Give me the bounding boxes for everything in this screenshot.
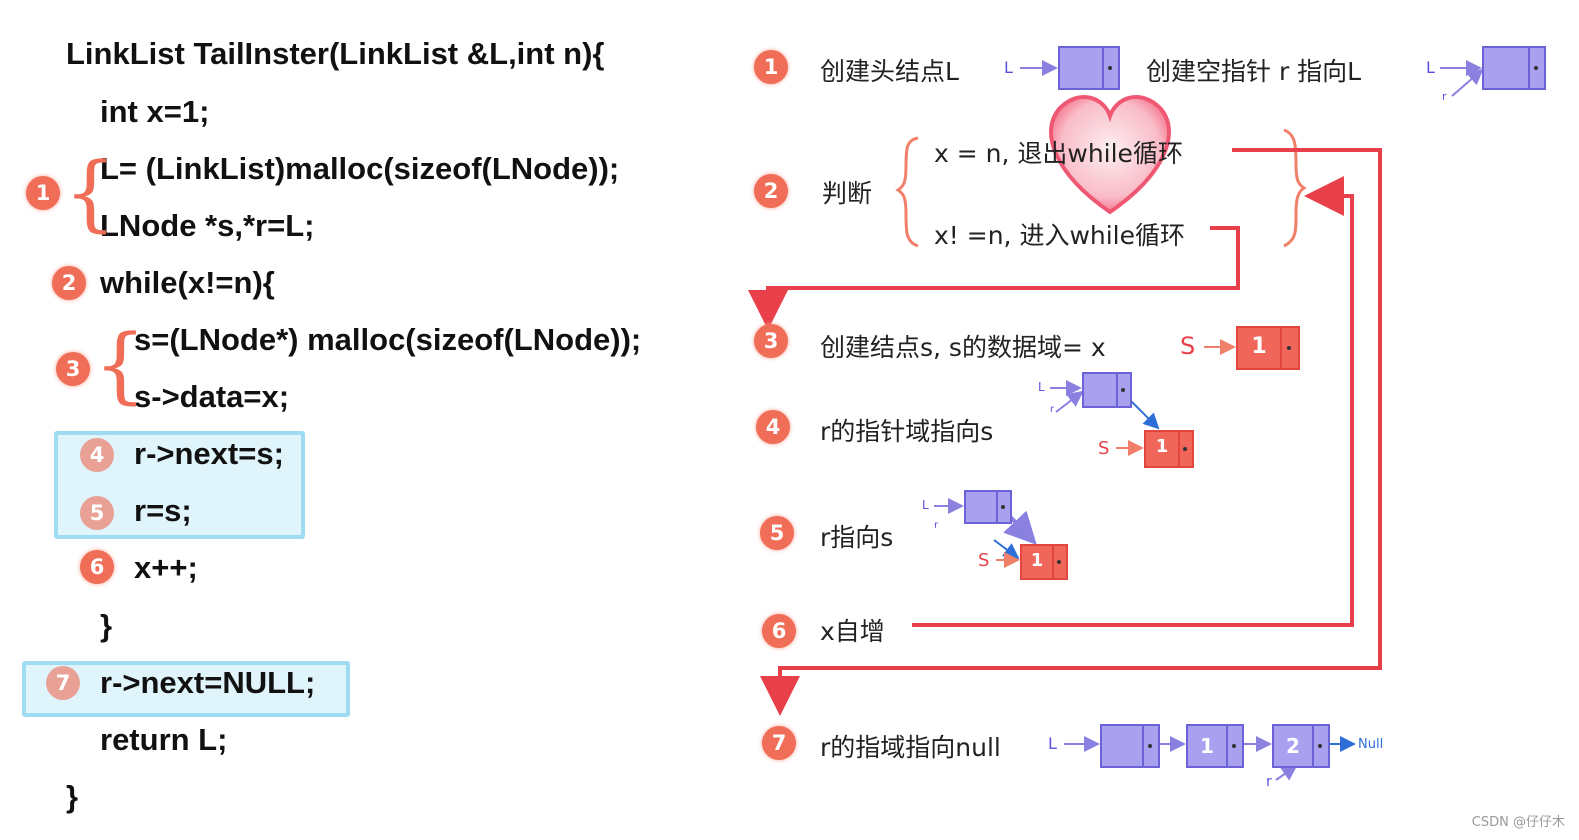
step3-label-s: S bbox=[1180, 332, 1196, 360]
code-badge-5: 5 bbox=[80, 496, 114, 530]
code-badge-2: 2 bbox=[52, 266, 86, 300]
step5-text: r指向s bbox=[820, 523, 894, 552]
code-line-8: r->next=s; bbox=[134, 436, 284, 471]
step5-node-value: 1 bbox=[1030, 550, 1044, 571]
code-badge-3: 3 bbox=[56, 352, 90, 386]
step5-label-s: S bbox=[978, 550, 990, 571]
step-badge-2: 2 bbox=[754, 174, 788, 208]
step4-s-node: 1 bbox=[1144, 430, 1194, 468]
step-badge-4: 4 bbox=[756, 410, 790, 444]
exit-loop-arrow bbox=[760, 148, 1382, 716]
step7-label-r: r bbox=[1266, 774, 1272, 790]
code-line-11: } bbox=[100, 608, 113, 643]
step4-text: r的指针域指向s bbox=[820, 417, 994, 446]
code-brace-3: { bbox=[94, 318, 147, 413]
step-badge-7: 7 bbox=[762, 726, 796, 760]
step-badge-3: 3 bbox=[754, 324, 788, 358]
heart-icon bbox=[1049, 95, 1171, 215]
step7-null-label: Null bbox=[1358, 737, 1384, 752]
step7-head-node bbox=[1100, 724, 1160, 768]
step3-s-node: 1 bbox=[1236, 326, 1300, 370]
step2-text-judge: 判断 bbox=[822, 179, 873, 208]
step7-node-2: 2 bbox=[1272, 724, 1330, 768]
step7-label-l: L bbox=[1048, 734, 1057, 753]
step2-brace bbox=[895, 136, 919, 248]
step5-l-node bbox=[964, 490, 1012, 524]
code-line-7: s->data=x; bbox=[134, 379, 290, 414]
code-badge-1: 1 bbox=[26, 176, 60, 210]
code-line-3: L= (LinkList)malloc(sizeof(LNode)); bbox=[100, 151, 620, 186]
step4-label-r: r bbox=[1050, 404, 1055, 415]
step1-label-l: L bbox=[1004, 58, 1013, 77]
code-line-1: LinkList TailInster(LinkList &L,int n){ bbox=[66, 36, 605, 71]
enter-loop-arrow bbox=[748, 226, 1240, 330]
step4-node-value: 1 bbox=[1155, 436, 1169, 457]
step1-head-node bbox=[1058, 46, 1120, 90]
step-badge-1: 1 bbox=[754, 50, 788, 84]
step2-text-enter: x! =n, 进入while循环 bbox=[934, 221, 1186, 250]
step1-text-head: 创建头结点L bbox=[820, 57, 959, 86]
step5-s-node: 1 bbox=[1020, 544, 1068, 580]
step4-label-l: L bbox=[1038, 380, 1045, 394]
code-line-9: r=s; bbox=[134, 493, 192, 528]
watermark: CSDN @仔仔木 bbox=[1471, 815, 1565, 830]
step3-node-value: 1 bbox=[1251, 334, 1267, 359]
step1-label-l2: L bbox=[1426, 58, 1435, 77]
step7-node-2-value: 2 bbox=[1286, 734, 1300, 758]
step7-node-1: 1 bbox=[1186, 724, 1244, 768]
code-badge-7: 7 bbox=[46, 666, 80, 700]
step5-label-r: r bbox=[934, 520, 939, 531]
code-line-6: s=(LNode*) malloc(sizeof(LNode)); bbox=[134, 322, 642, 357]
code-brace-1: { bbox=[64, 146, 117, 241]
code-line-13: return L; bbox=[100, 722, 228, 757]
code-badge-6: 6 bbox=[80, 550, 114, 584]
code-line-2: int x=1; bbox=[100, 94, 210, 129]
step2-text-exit: x = n, 退出while循环 bbox=[934, 139, 1183, 168]
code-line-12: r->next=NULL; bbox=[100, 665, 316, 700]
step1-label-r: r bbox=[1442, 90, 1447, 103]
code-badge-4: 4 bbox=[80, 438, 114, 472]
step3-text: 创建结点s, s的数据域= x bbox=[820, 333, 1106, 362]
step1-text-pointer: 创建空指针 r 指向L bbox=[1146, 57, 1362, 86]
code-line-4: LNode *s,*r=L; bbox=[100, 208, 315, 243]
step4-label-s: S bbox=[1098, 438, 1110, 459]
step7-text: r的指域指向null bbox=[820, 733, 1001, 762]
code-line-14: } bbox=[66, 779, 79, 814]
step-badge-6: 6 bbox=[762, 614, 796, 648]
step2-right-brace bbox=[1283, 128, 1307, 248]
code-line-5: while(x!=n){ bbox=[100, 265, 275, 300]
step1-head-node-2 bbox=[1482, 46, 1546, 90]
step-badge-5: 5 bbox=[760, 516, 794, 550]
step5-label-l: L bbox=[922, 498, 929, 512]
code-line-10: x++; bbox=[134, 550, 198, 585]
step7-node-1-value: 1 bbox=[1200, 734, 1214, 758]
step6-text: x自增 bbox=[820, 617, 885, 646]
back-loop-arrow bbox=[912, 176, 1354, 627]
step4-r-node bbox=[1082, 372, 1132, 408]
